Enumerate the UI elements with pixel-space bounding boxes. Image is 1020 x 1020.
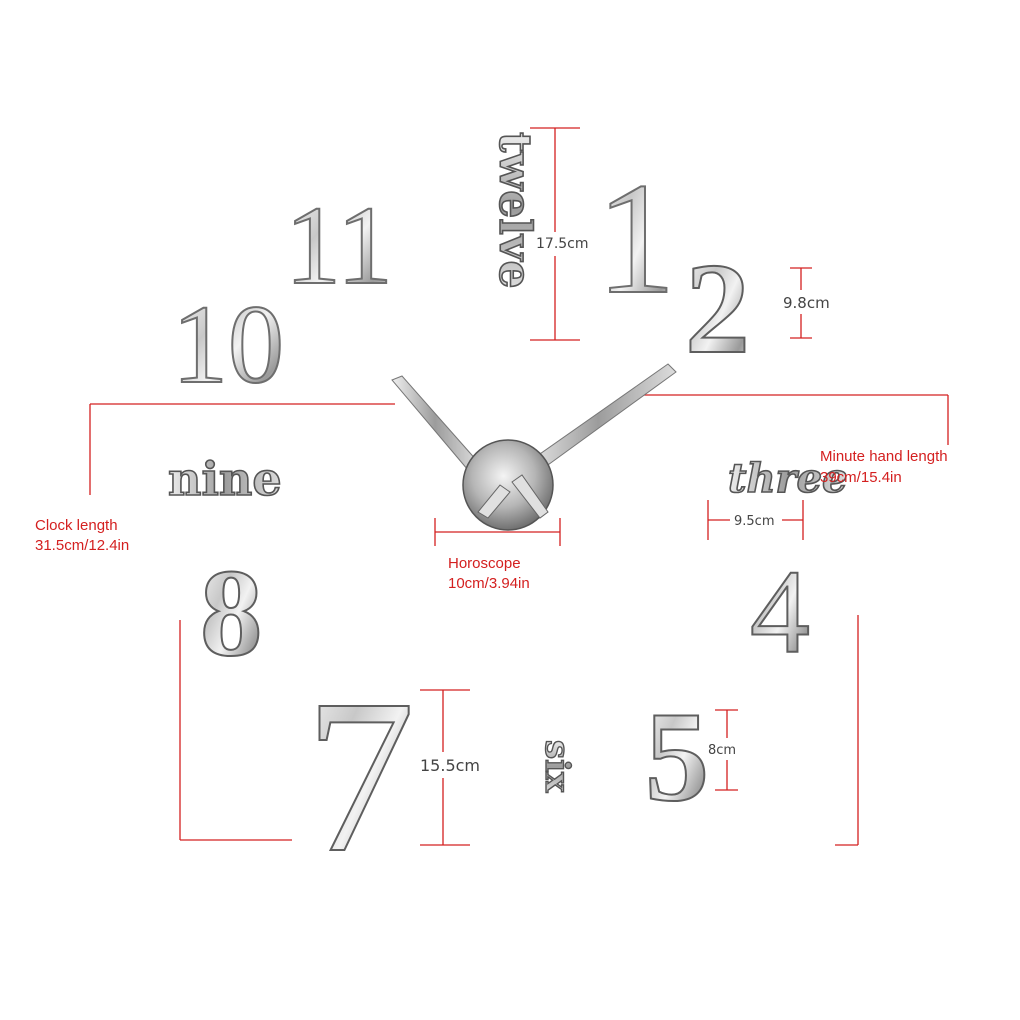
numeral-4: 4 [749,544,811,679]
two-height-label: 9.8cm [783,294,830,312]
measurement-lines [89,127,949,846]
horoscope-value: 10cm/3.94in [448,575,530,592]
numeral-11-text: 11 [285,184,393,308]
clock-length-value: 31.5cm/12.4in [35,537,129,554]
hour-hand [391,375,479,471]
clock-length-label: Clock length [35,517,118,534]
horoscope-annotation: Horoscope 10cm/3.94in [448,555,530,592]
minute-hand-value: 39cm/15.4in [820,469,902,486]
numeral-8-text: 8 [200,545,263,683]
numeral-5-text: 5 [645,686,709,828]
three-width-label: 9.5cm [734,514,775,529]
minute-hand-label: Minute hand length [820,448,948,465]
word-twelve-text: twelve [489,132,540,288]
horoscope-label: Horoscope [448,555,521,572]
numeral-1-text: 1 [596,149,676,327]
minute-hand-annotation: Minute hand length 39cm/15.4in [820,448,948,486]
word-twelve: twelve [488,131,541,289]
numeral-11: 11 [284,183,394,309]
numeral-8: 8 [199,544,264,684]
numeral-5: 5 [644,685,710,829]
word-three: three [727,454,848,503]
hub-counterweight-right [511,474,549,519]
numeral-1: 1 [595,148,677,328]
numeral-2: 2 [684,236,751,382]
twelve-height-label: 17.5cm [536,236,589,252]
numeral-10: 10 [171,282,285,408]
word-nine-text: nine [168,452,282,506]
numeral-7-text: 7 [305,654,415,898]
numeral-2-text: 2 [685,237,750,381]
numeral-4-text: 4 [750,545,810,678]
numeral-10-text: 10 [172,283,284,407]
hub-counterweight-left [477,484,511,519]
word-nine: nine [167,451,282,507]
seven-height-label: 15.5cm [420,756,480,775]
numeral-7: 7 [304,653,416,899]
word-six: six [536,739,577,793]
five-height-label: 8cm [708,743,736,758]
word-three-text: three [728,455,848,502]
clock-length-annotation: Clock length 31.5cm/12.4in [35,517,129,554]
word-six-text: six [537,740,577,793]
clock-hands [391,363,677,531]
